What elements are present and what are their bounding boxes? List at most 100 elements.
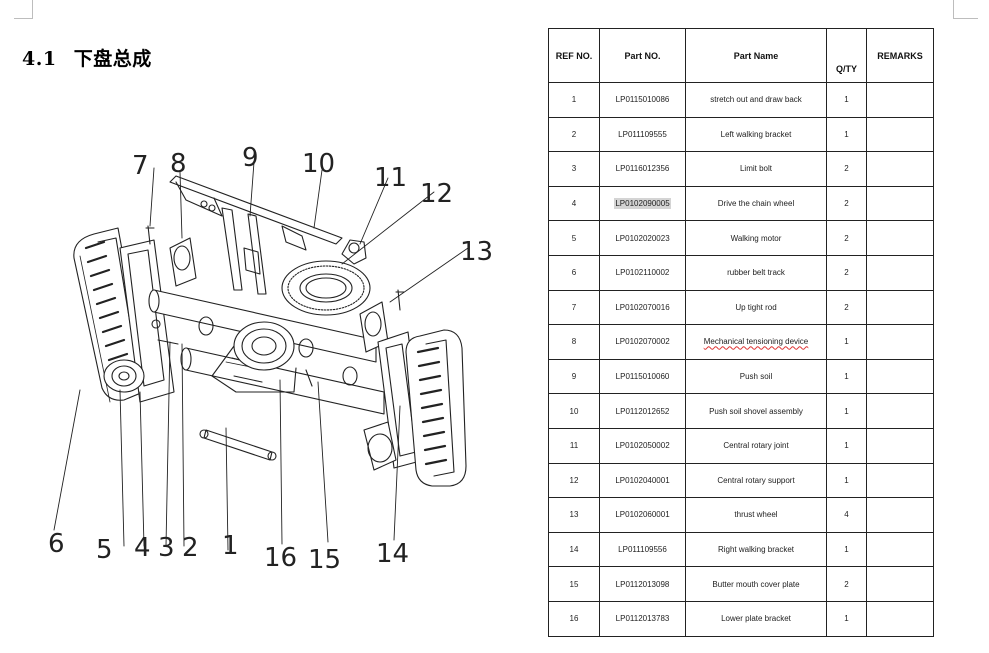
- cell-qty: 2: [826, 289, 867, 326]
- rotary-joint-drawing: [341, 239, 367, 265]
- cell-part-no: LP0102060001: [599, 497, 686, 533]
- cell-qty: 1: [826, 462, 867, 499]
- callout-16: 16: [264, 543, 297, 573]
- cell-part-no: LP0112012652: [599, 393, 686, 429]
- cell-remarks: [866, 566, 934, 602]
- cell-part-name: Push soil: [685, 358, 827, 395]
- callout-15: 15: [308, 545, 341, 575]
- cell-part-no: LP0102090005: [599, 185, 686, 222]
- cell-part-no: LP0102110002: [599, 254, 686, 291]
- cell-part-name: thrust wheel: [685, 497, 827, 533]
- cell-ref: 1: [548, 82, 600, 118]
- undercarriage-exploded-diagram: 1 2 3 4 5 6 7 8 9 10 11 12 13 14 15 16: [48, 143, 493, 575]
- cell-ref: 11: [548, 427, 600, 464]
- cell-remarks: [866, 393, 934, 429]
- cell-remarks: [866, 531, 934, 568]
- table-row: 8 LP0102070002 Mechanical tensioning dev…: [548, 324, 934, 360]
- cell-part-no: LP0116012356: [599, 151, 686, 187]
- cell-ref: 2: [548, 116, 600, 153]
- cell-part-no: LP011109556: [599, 531, 686, 568]
- cell-part-name: stretch out and draw back: [685, 82, 827, 118]
- cell-qty: 1: [826, 427, 867, 464]
- cell-qty: 2: [826, 185, 867, 222]
- cell-qty: 2: [826, 254, 867, 291]
- table-row: 7 LP0102070016 Up tight rod 2: [548, 289, 934, 326]
- page-corner-mark-left: [14, 0, 33, 19]
- cell-remarks: [866, 462, 934, 499]
- small-parts-drawing: [145, 225, 405, 387]
- cell-ref: 7: [548, 289, 600, 326]
- callout-11: 11: [374, 163, 407, 193]
- cell-qty: 1: [826, 116, 867, 153]
- cell-part-no: LP011109555: [599, 116, 686, 153]
- cell-part-no: LP0102040001: [599, 462, 686, 499]
- callout-12: 12: [420, 179, 453, 209]
- cell-qty: 2: [826, 151, 867, 187]
- cell-part-name: Drive the chain wheel: [685, 185, 827, 222]
- cell-part-name: Left walking bracket: [685, 116, 827, 153]
- col-header-part-no: Part NO.: [599, 28, 686, 83]
- cell-part-no: LP0115010060: [599, 358, 686, 395]
- table-row: 1 LP0115010086 stretch out and draw back…: [548, 82, 934, 118]
- cell-remarks: [866, 600, 934, 637]
- callout-5: 5: [96, 535, 113, 565]
- spellcheck-flagged-name: Mechanical tensioning device: [703, 337, 809, 347]
- callout-14: 14: [376, 539, 409, 569]
- cell-ref: 8: [548, 324, 600, 360]
- table-row: 12 LP0102040001 Central rotary support 1: [548, 462, 934, 499]
- cell-ref: 9: [548, 358, 600, 395]
- cell-part-no: LP0112013098: [599, 566, 686, 602]
- table-row: 3 LP0116012356 Limit bolt 2: [548, 151, 934, 187]
- table-row: 16 LP0112013783 Lower plate bracket 1: [548, 600, 934, 637]
- table-row: 2 LP011109555 Left walking bracket 1: [548, 116, 934, 153]
- cell-qty: 1: [826, 393, 867, 429]
- cell-part-name: Lower plate bracket: [685, 600, 827, 637]
- cell-qty: 2: [826, 566, 867, 602]
- left-drive-motor-drawing: [103, 359, 145, 393]
- cell-part-name: Central rotary joint: [685, 427, 827, 464]
- col-header-part-name: Part Name: [685, 28, 827, 83]
- cell-remarks: [866, 151, 934, 187]
- callout-numbers: 1 2 3 4 5 6 7 8 9 10 11 12 13 14 15 16: [48, 143, 493, 575]
- table-row: 15 LP0112013098 Butter mouth cover plate…: [548, 566, 934, 602]
- cell-qty: 2: [826, 220, 867, 256]
- left-track-drawing: [73, 227, 149, 403]
- cell-remarks: [866, 324, 934, 360]
- cell-part-name: Right walking bracket: [685, 531, 827, 568]
- callout-10: 10: [302, 149, 335, 179]
- cell-remarks: [866, 82, 934, 118]
- idler-brackets-drawing: [169, 237, 389, 353]
- col-header-remarks: REMARKS: [866, 28, 934, 83]
- cell-ref: 10: [548, 393, 600, 429]
- table-row: 6 LP0102110002 rubber belt track 2: [548, 254, 934, 291]
- right-track-drawing: [405, 329, 467, 487]
- hydraulic-cylinder-drawing: [199, 429, 277, 461]
- cell-part-name: Mechanical tensioning device: [685, 324, 827, 360]
- cell-ref: 3: [548, 151, 600, 187]
- callout-13: 13: [460, 237, 493, 267]
- cell-remarks: [866, 427, 934, 464]
- col-header-qty: Q/TY: [826, 28, 867, 83]
- cell-part-no: LP0112013783: [599, 600, 686, 637]
- cell-part-no: LP0102070016: [599, 289, 686, 326]
- cell-ref: 12: [548, 462, 600, 499]
- section-heading: 4.1 下盘总成: [22, 44, 152, 71]
- parts-list-table: REF NO. Part NO. Part Name Q/TY REMARKS …: [548, 28, 934, 637]
- cell-part-name: Central rotary support: [685, 462, 827, 499]
- callout-1: 1: [222, 531, 239, 561]
- cell-qty: 1: [826, 324, 867, 360]
- cell-ref: 16: [548, 600, 600, 637]
- cell-qty: 4: [826, 497, 867, 533]
- table-header-row: REF NO. Part NO. Part Name Q/TY REMARKS: [548, 28, 934, 83]
- table-row: 9 LP0115010060 Push soil 1: [548, 358, 934, 395]
- cell-qty: 1: [826, 82, 867, 118]
- rotary-support-drawing: [281, 260, 371, 316]
- cell-part-name: rubber belt track: [685, 254, 827, 291]
- cell-part-name: Limit bolt: [685, 151, 827, 187]
- cell-ref: 5: [548, 220, 600, 256]
- right-drive-motor-drawing: [363, 421, 397, 471]
- table-row: 11 LP0102050002 Central rotary joint 1: [548, 427, 934, 464]
- cell-qty: 1: [826, 600, 867, 637]
- cell-remarks: [866, 289, 934, 326]
- table-row: 5 LP0102020023 Walking motor 2: [548, 220, 934, 256]
